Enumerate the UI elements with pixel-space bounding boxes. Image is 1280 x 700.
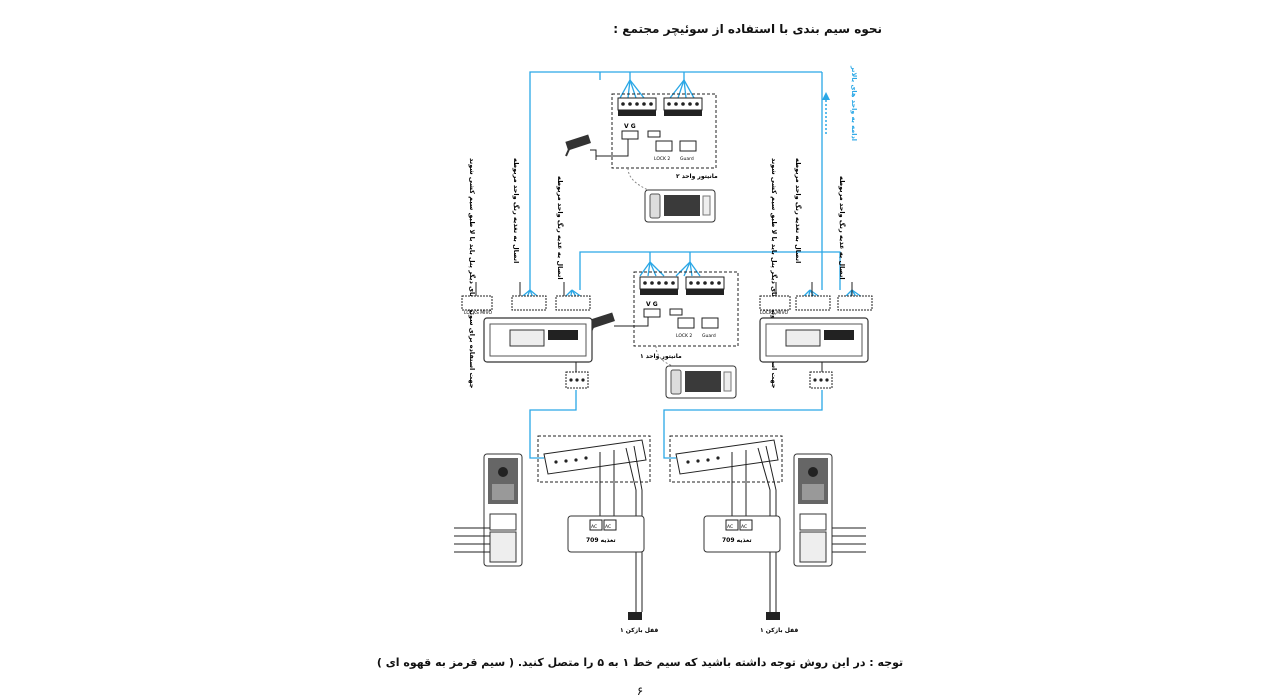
- switcher-right-port-label: LOCKS MIVO: [760, 310, 788, 316]
- switcher-right-label-a: جهت استفاده برای سوئیچر های دیگر پنل بای…: [770, 158, 778, 389]
- terminal-lock2-label: LOCK 2: [654, 156, 670, 162]
- terminal-lock2-label-2: LOCK 2: [676, 333, 692, 339]
- switcher-right-label-c: اتصال به غذیه رنگ واحد مربوطه: [838, 176, 846, 280]
- monitor-2-label: مانیتور واحد ۲: [676, 173, 718, 180]
- switcher-right-label-b: اتصال به تغذیه رنگ واحد مربوطه: [794, 158, 802, 263]
- lock-left-label: قفل بازکن ۱: [620, 627, 658, 634]
- switcher-left-label-a: جهت استفاده برای سوئیچر های دیگر پنل بای…: [468, 158, 476, 389]
- continue-upper: ادامه به واحد های بالاتر: [822, 65, 858, 141]
- camera-icon: [565, 134, 591, 157]
- camera-icon: [589, 312, 615, 335]
- terminal-guard-label-2: Guard: [702, 333, 716, 339]
- terminal-guard-label: Guard: [680, 156, 694, 162]
- switcher-right: جهت استفاده برای سوئیچر های دیگر پنل بای…: [759, 158, 873, 389]
- switcher-left-label-c: اتصال به غذیه رنگ واحد مربوطه: [556, 176, 564, 280]
- power-right-model: تغذیه 709: [722, 537, 752, 544]
- power-right-ac1: AC: [727, 524, 733, 530]
- blue-wires: [517, 71, 867, 459]
- page-title: نحوه سیم بندی با استفاده از سوئیچر مجتمع…: [613, 22, 882, 36]
- continue-upper-label: ادامه به واحد های بالاتر: [850, 65, 858, 141]
- vg-label-2: V G: [646, 301, 658, 308]
- footer-note: توجه : در این روش توجه داشته باشید که سی…: [376, 656, 904, 669]
- power-left-ac1: AC: [591, 524, 597, 530]
- power-left-model: تغذیه 709: [586, 537, 616, 544]
- switcher-left-port-label: LOCKS MIVO: [464, 310, 492, 316]
- monitor-icon: [665, 365, 737, 399]
- lock-right-label: قفل بازکن ۱: [760, 627, 798, 634]
- monitor-1-label: مانیتور واحد ۱: [640, 353, 682, 360]
- page-number: ۶: [636, 684, 644, 698]
- vg-label: V G: [624, 123, 636, 130]
- door-panel-left: AC AC تغذیه 709 قفل بازکن ۱: [454, 435, 658, 634]
- power-right-ac2: AC: [741, 524, 747, 530]
- monitor-2-block: V G LOCK 2 Guard مانیتور واحد ۲: [565, 93, 718, 223]
- switcher-left: جهت استفاده برای سوئیچر های دیگر پنل بای…: [461, 158, 593, 389]
- switcher-left-label-b: اتصال به تغذیه رنگ واحد مربوطه: [512, 158, 520, 263]
- door-panel-right: AC AC تغذیه 709 قفل بازکن ۱: [669, 435, 866, 634]
- monitor-1-block: V G LOCK 2 Guard مانیتور واحد ۱: [589, 271, 739, 399]
- power-left-ac2: AC: [605, 524, 611, 530]
- monitor-icon: [644, 189, 716, 223]
